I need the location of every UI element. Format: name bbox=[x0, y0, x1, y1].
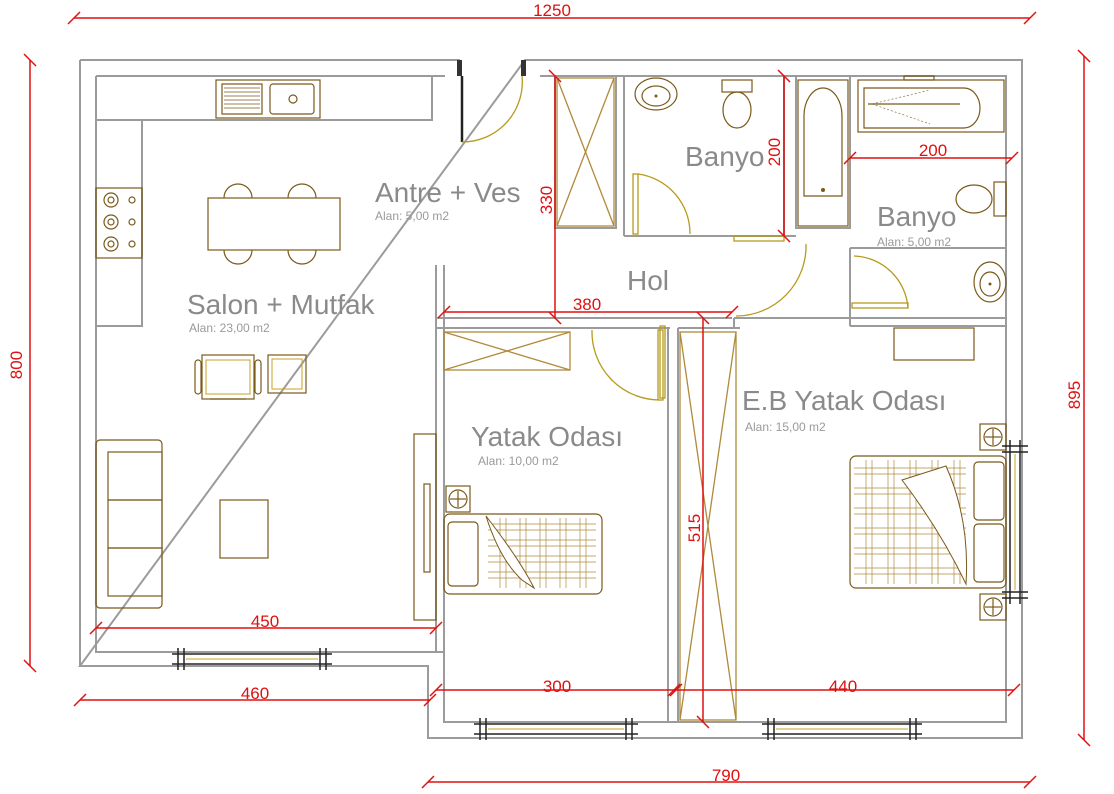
dim-left-total: 800 bbox=[7, 351, 26, 379]
dim-corridor-length: 515 bbox=[685, 514, 704, 542]
dim-banyo-width: 200 bbox=[919, 141, 947, 160]
yatak-name: Yatak Odası bbox=[471, 421, 623, 452]
yatak-area: Alan: 10,00 m2 bbox=[478, 454, 559, 468]
eb-yatak-name: E.B Yatak Odası bbox=[742, 385, 946, 416]
banyo2-name: Banyo bbox=[877, 201, 956, 232]
dim-salon-outer: 460 bbox=[241, 684, 269, 703]
dim-top-total: 1250 bbox=[533, 1, 571, 20]
banyo2-fixtures bbox=[851, 181, 1007, 309]
hol-doors bbox=[591, 243, 807, 401]
dining-table bbox=[207, 183, 341, 265]
dim-bottom-total: 790 bbox=[712, 766, 740, 785]
armchairs bbox=[194, 354, 307, 400]
single-bed bbox=[443, 485, 603, 595]
corridor-closet bbox=[679, 331, 737, 721]
antre-name: Antre + Ves bbox=[375, 177, 521, 208]
bathtub-vertical bbox=[797, 79, 849, 227]
banyo2-area: Alan: 5,00 m2 bbox=[877, 235, 951, 249]
dim-yatak-width: 300 bbox=[543, 677, 571, 696]
dim-antre-height: 330 bbox=[537, 186, 556, 214]
dimension-lines bbox=[23, 11, 1091, 789]
windows bbox=[172, 440, 1028, 740]
entrance-door bbox=[457, 60, 526, 143]
hol-name: Hol bbox=[627, 265, 669, 296]
salon-name: Salon + Mutfak bbox=[187, 289, 376, 320]
banyo1-fixtures bbox=[632, 77, 785, 242]
antre-area: Alan: 5,00 m2 bbox=[375, 209, 449, 223]
bathtub-horizontal bbox=[857, 75, 1005, 133]
dim-banyo-height: 200 bbox=[765, 138, 784, 166]
salon-area: Alan: 23,00 m2 bbox=[189, 321, 270, 335]
tv-unit bbox=[413, 433, 437, 621]
dim-right-total: 895 bbox=[1065, 381, 1084, 409]
double-bed bbox=[849, 327, 1007, 621]
sofa bbox=[95, 439, 269, 609]
dim-hol-width: 380 bbox=[573, 295, 601, 314]
dim-eb-width: 440 bbox=[829, 677, 857, 696]
antre-closet bbox=[556, 77, 615, 227]
window-glass bbox=[186, 454, 1016, 730]
kitchen-counter bbox=[95, 76, 433, 327]
eb-yatak-area: Alan: 15,00 m2 bbox=[745, 420, 826, 434]
banyo1-name: Banyo bbox=[685, 141, 764, 172]
yatak-closet bbox=[443, 331, 571, 371]
dim-salon-width: 450 bbox=[251, 612, 279, 631]
